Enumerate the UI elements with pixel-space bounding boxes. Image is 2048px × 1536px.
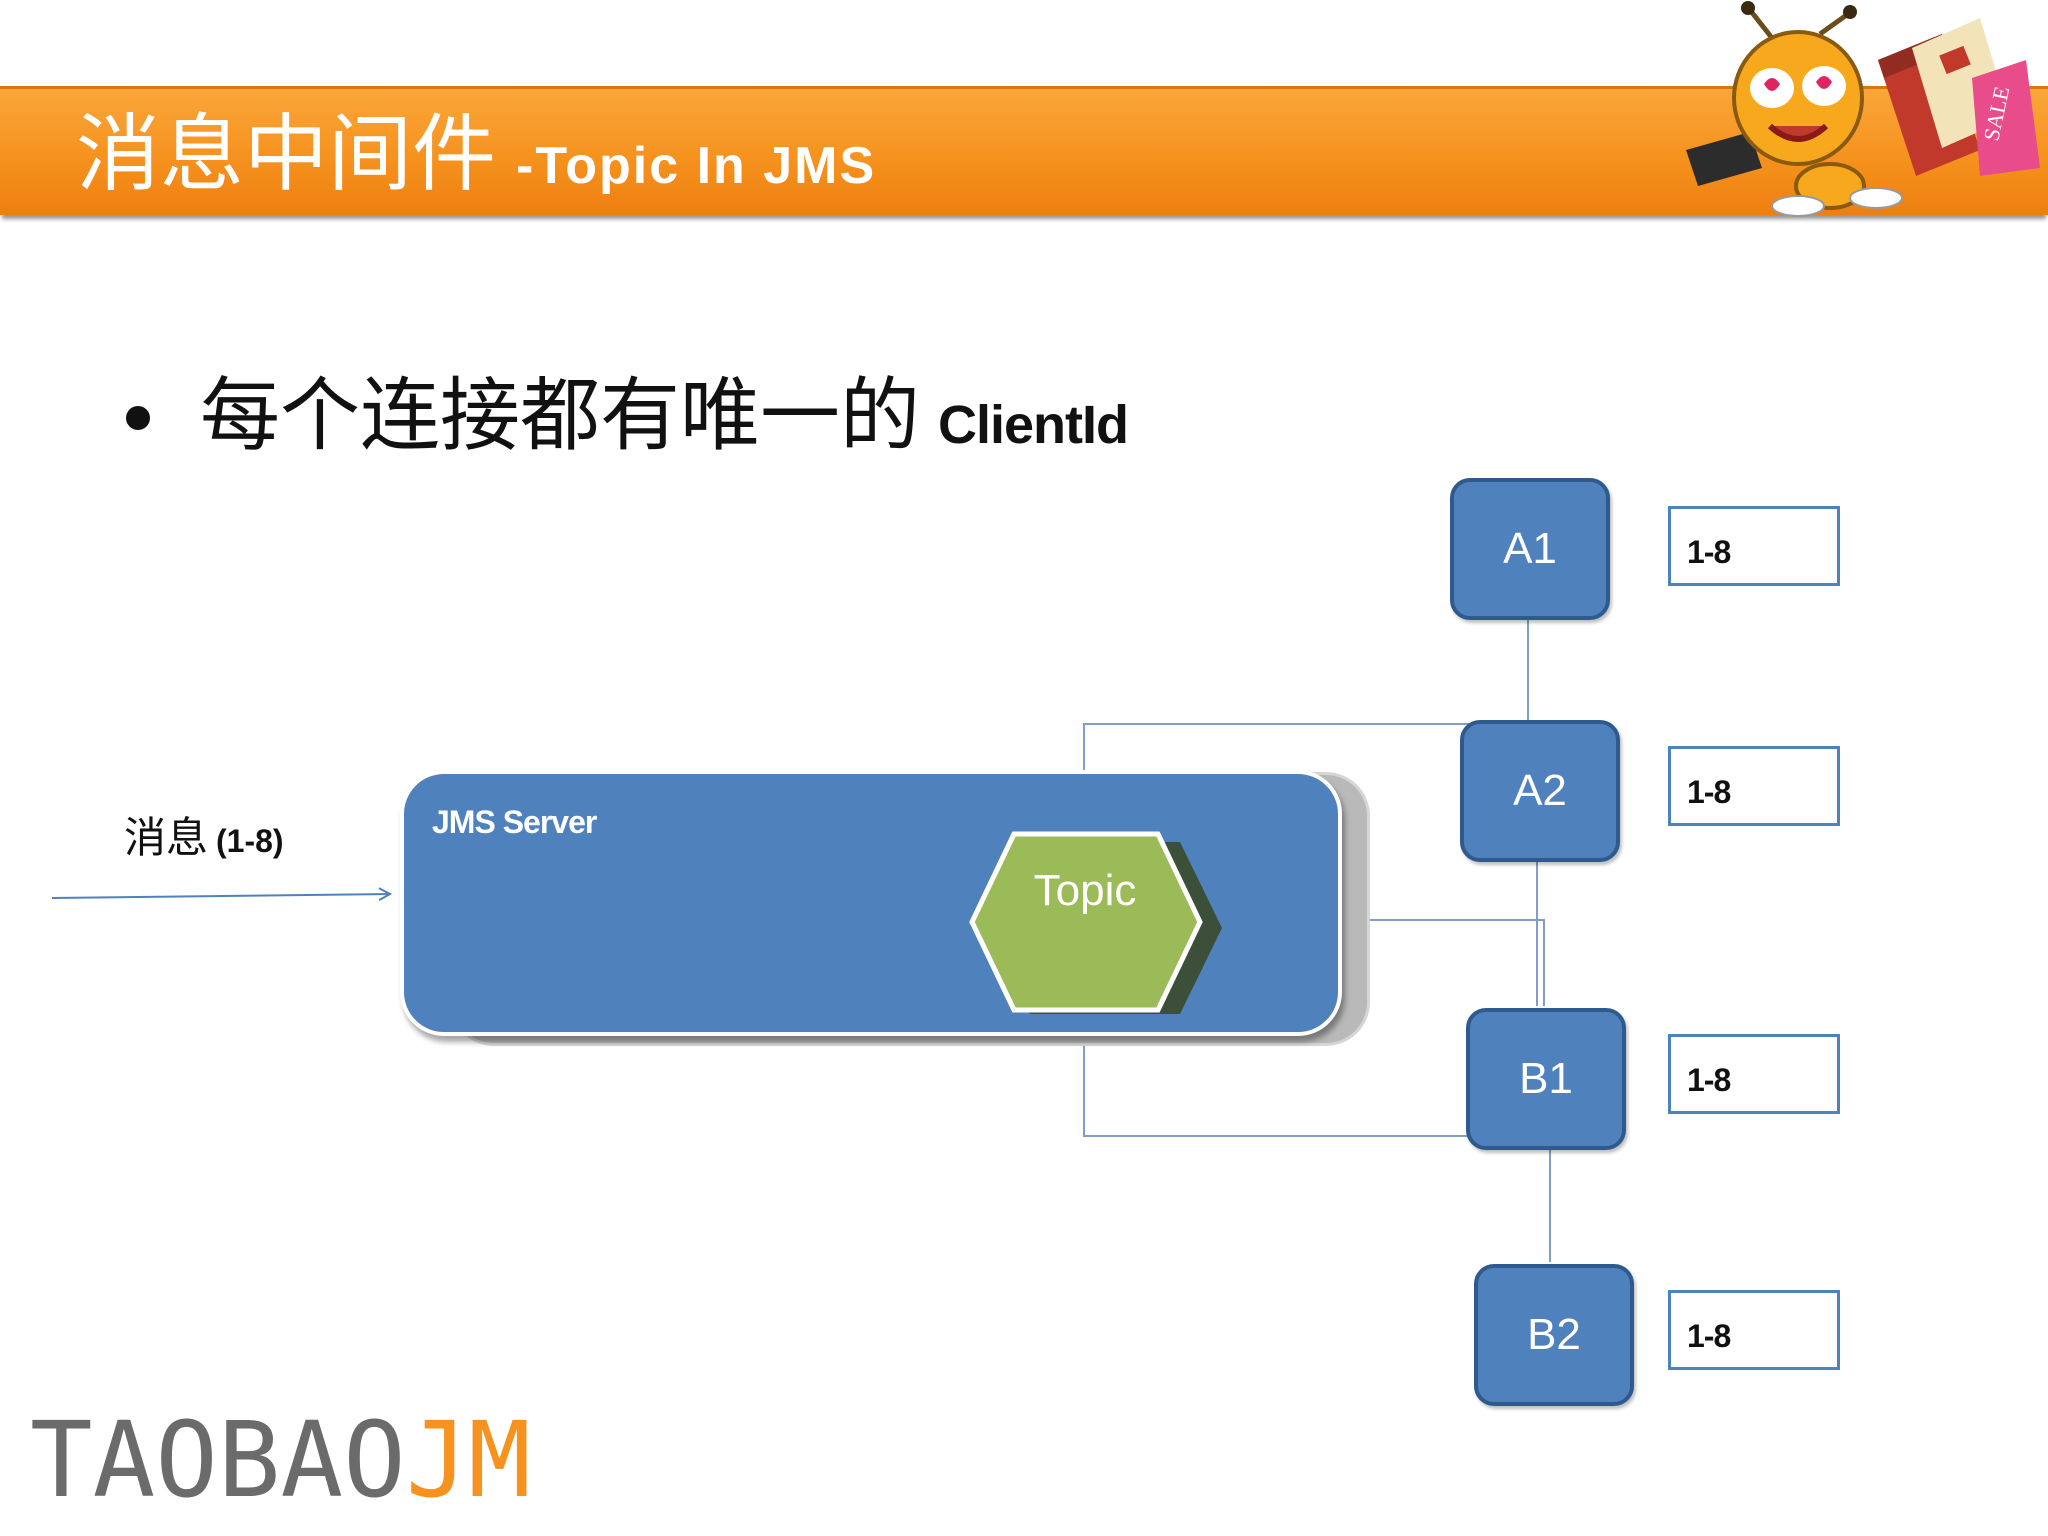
bullet-dot xyxy=(126,406,150,430)
bullet-text: 每个连接都有唯一的 ClientId xyxy=(200,366,1129,466)
credit-card-icon xyxy=(1686,132,1762,186)
client-node-label: B1 xyxy=(1519,1054,1573,1103)
topic-hexagon xyxy=(969,831,1222,1014)
bullet-cn: 每个连接都有唯一的 xyxy=(200,369,920,462)
logo-part-taobao: TAOBAO xyxy=(30,1399,406,1521)
message-label-cn: 消息 xyxy=(124,813,209,862)
client-node-label: A2 xyxy=(1513,766,1567,815)
taobaojm-logo: TAOBAOJM xyxy=(30,1400,531,1520)
shopping-bag-pink-icon: SALE xyxy=(1972,60,2040,176)
client-node-label: A1 xyxy=(1503,524,1557,573)
received-box-b1: 1-8 xyxy=(1668,1034,1840,1114)
received-box-b2: 1-8 xyxy=(1668,1290,1840,1370)
bullet-term: ClientId xyxy=(938,395,1129,455)
client-node-b1: B1 xyxy=(1466,1008,1626,1150)
title-cn: 消息中间件 xyxy=(76,105,497,203)
client-node-a2: A2 xyxy=(1460,720,1620,862)
message-arrow xyxy=(51,894,390,898)
topic-label: Topic xyxy=(960,860,1210,990)
received-box-a2: 1-8 xyxy=(1668,746,1840,826)
slide-title: 消息中间件 -Topic In JMS xyxy=(76,104,876,204)
client-node-label: B2 xyxy=(1527,1310,1581,1359)
client-node-a1: A1 xyxy=(1450,478,1610,620)
logo-part-jm: JM xyxy=(405,1399,531,1521)
ant-mascot-icon xyxy=(1732,1,1903,217)
message-label: 消息(1-8) xyxy=(124,808,284,868)
message-range: (1-8) xyxy=(216,823,284,859)
topic-label-text: Topic xyxy=(1033,866,1137,915)
received-box-a1: 1-8 xyxy=(1668,506,1840,586)
server-label: JMS Server xyxy=(432,804,597,840)
link-server-b1 xyxy=(1334,919,1545,1006)
title-en: -Topic In JMS xyxy=(516,137,877,195)
client-node-b2: B2 xyxy=(1474,1264,1634,1406)
link-topic-b1 xyxy=(1083,1024,1470,1137)
ant-mascot-with-shopping-bags-icon: SALE xyxy=(1686,1,2040,217)
